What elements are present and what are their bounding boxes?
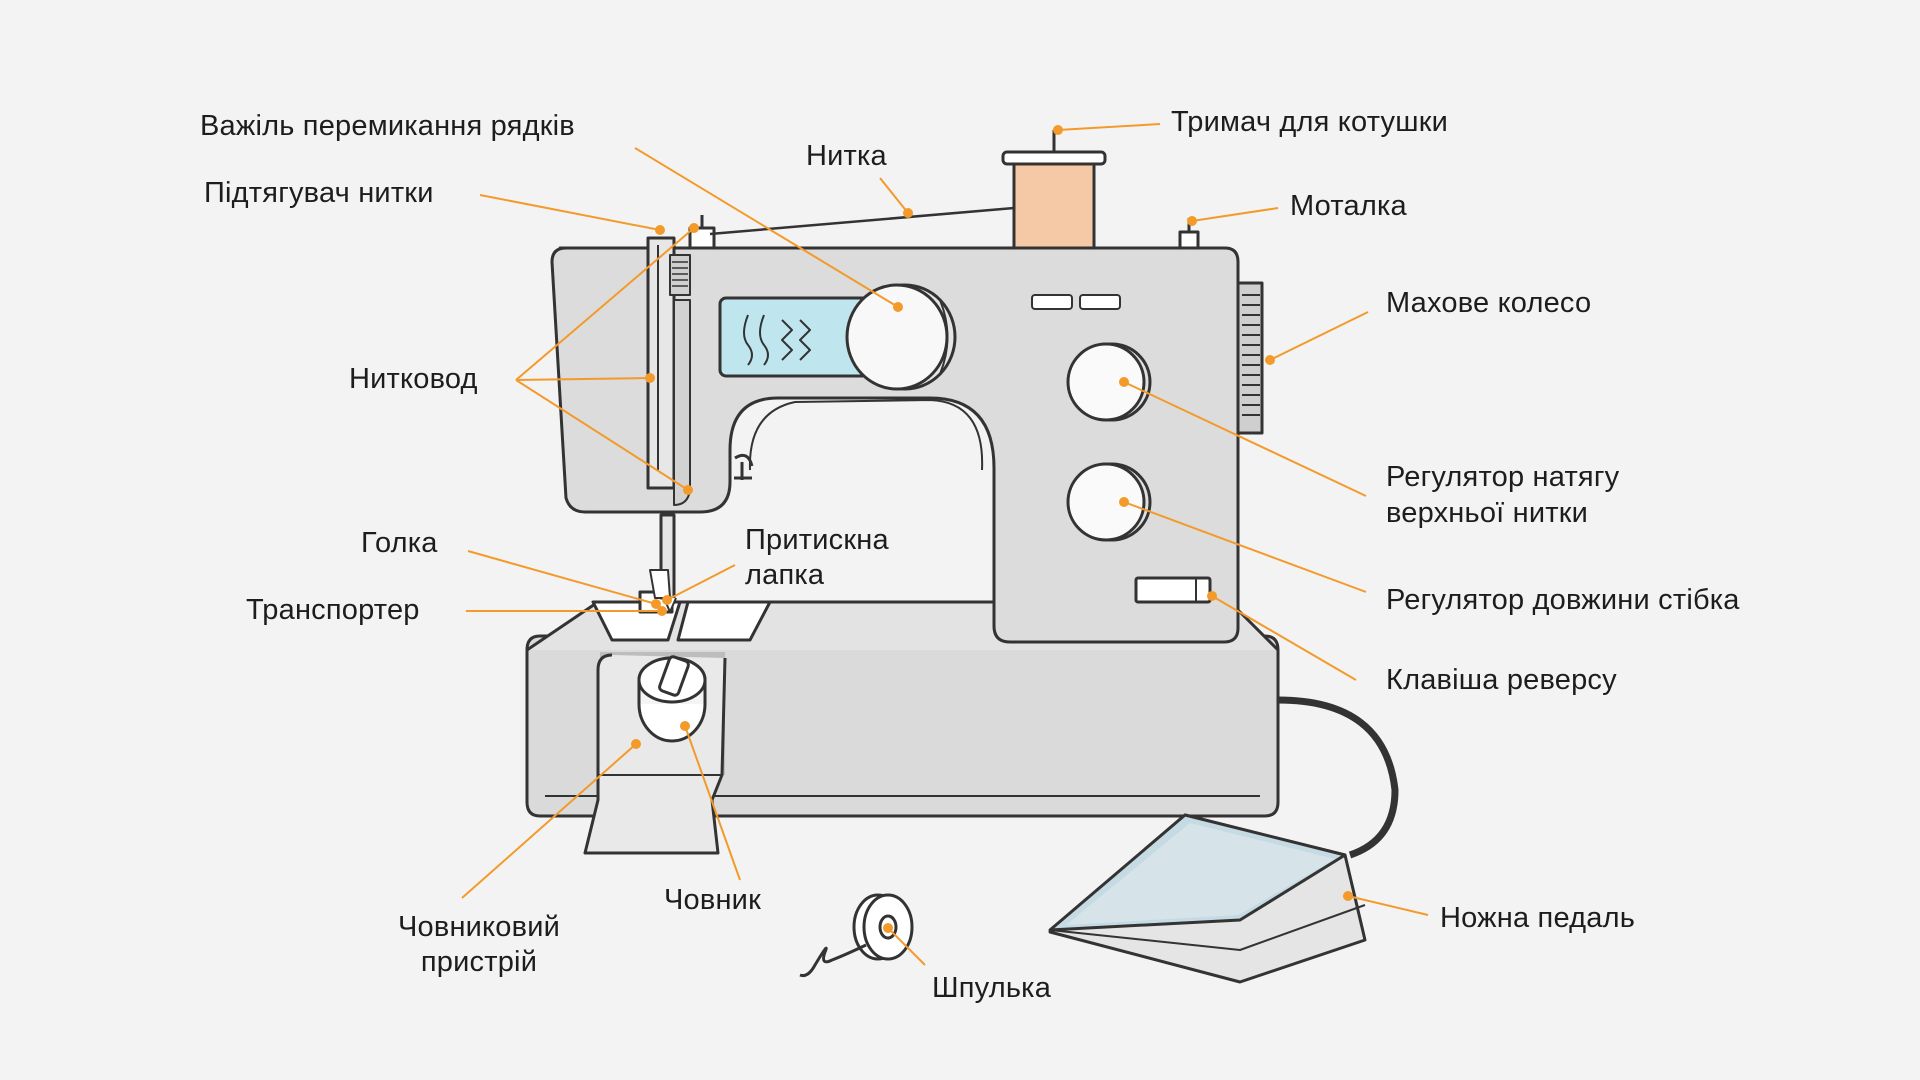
indicator-buttons	[1031, 294, 1121, 310]
stitch-display	[718, 296, 872, 378]
label-feed-dog: Транспортер	[246, 594, 420, 626]
bobbin-winder	[1178, 218, 1200, 250]
label-spool-holder: Тримач для котушки	[1171, 106, 1448, 138]
label-bobbin-winder: Моталка	[1290, 190, 1407, 222]
label-presser-foot-line-2: лапка	[745, 559, 825, 591]
power-cable	[1277, 696, 1399, 859]
handwheel	[1236, 281, 1264, 435]
reverse-key	[1134, 576, 1212, 604]
stitch-selector-dial	[845, 283, 957, 391]
foot-pedal	[1048, 813, 1367, 984]
needle-bar	[646, 236, 754, 613]
label-thread-guide: Нитковод	[349, 363, 478, 395]
leader-lines	[461, 123, 1429, 966]
label-foot-pedal: Ножна педаль	[1440, 902, 1636, 934]
label-stitch-length: Регулятор довжини стібка	[1386, 584, 1740, 616]
label-shuttle-device-line-2: пристрій	[420, 946, 538, 978]
label-shuttle: Човник	[664, 884, 761, 916]
label-stitch-lever: Важіль перемикання рядків	[200, 110, 575, 142]
label-presser-foot-line-1: Притискна	[745, 524, 889, 556]
label-take-up-lever: Підтягувач нитки	[204, 177, 434, 209]
label-needle: Голка	[361, 527, 438, 559]
thread-spool	[1001, 130, 1107, 250]
label-bobbin: Шпулька	[932, 972, 1052, 1004]
take-up-lever	[688, 215, 716, 250]
tension-dial	[1066, 342, 1152, 422]
shuttle	[637, 655, 707, 743]
label-shuttle-device-line-1: Човниковий	[397, 911, 561, 943]
label-tension-line-2: верхньої нитки	[1386, 497, 1589, 529]
stitch-length-dial	[1066, 462, 1152, 542]
label-handwheel: Махове колесо	[1386, 287, 1592, 319]
thread-line	[709, 206, 1015, 236]
label-reverse-key: Клавіша реверсу	[1386, 664, 1617, 696]
label-tension-line-1: Регулятор натягу	[1386, 461, 1620, 493]
label-thread: Нитка	[806, 140, 887, 172]
